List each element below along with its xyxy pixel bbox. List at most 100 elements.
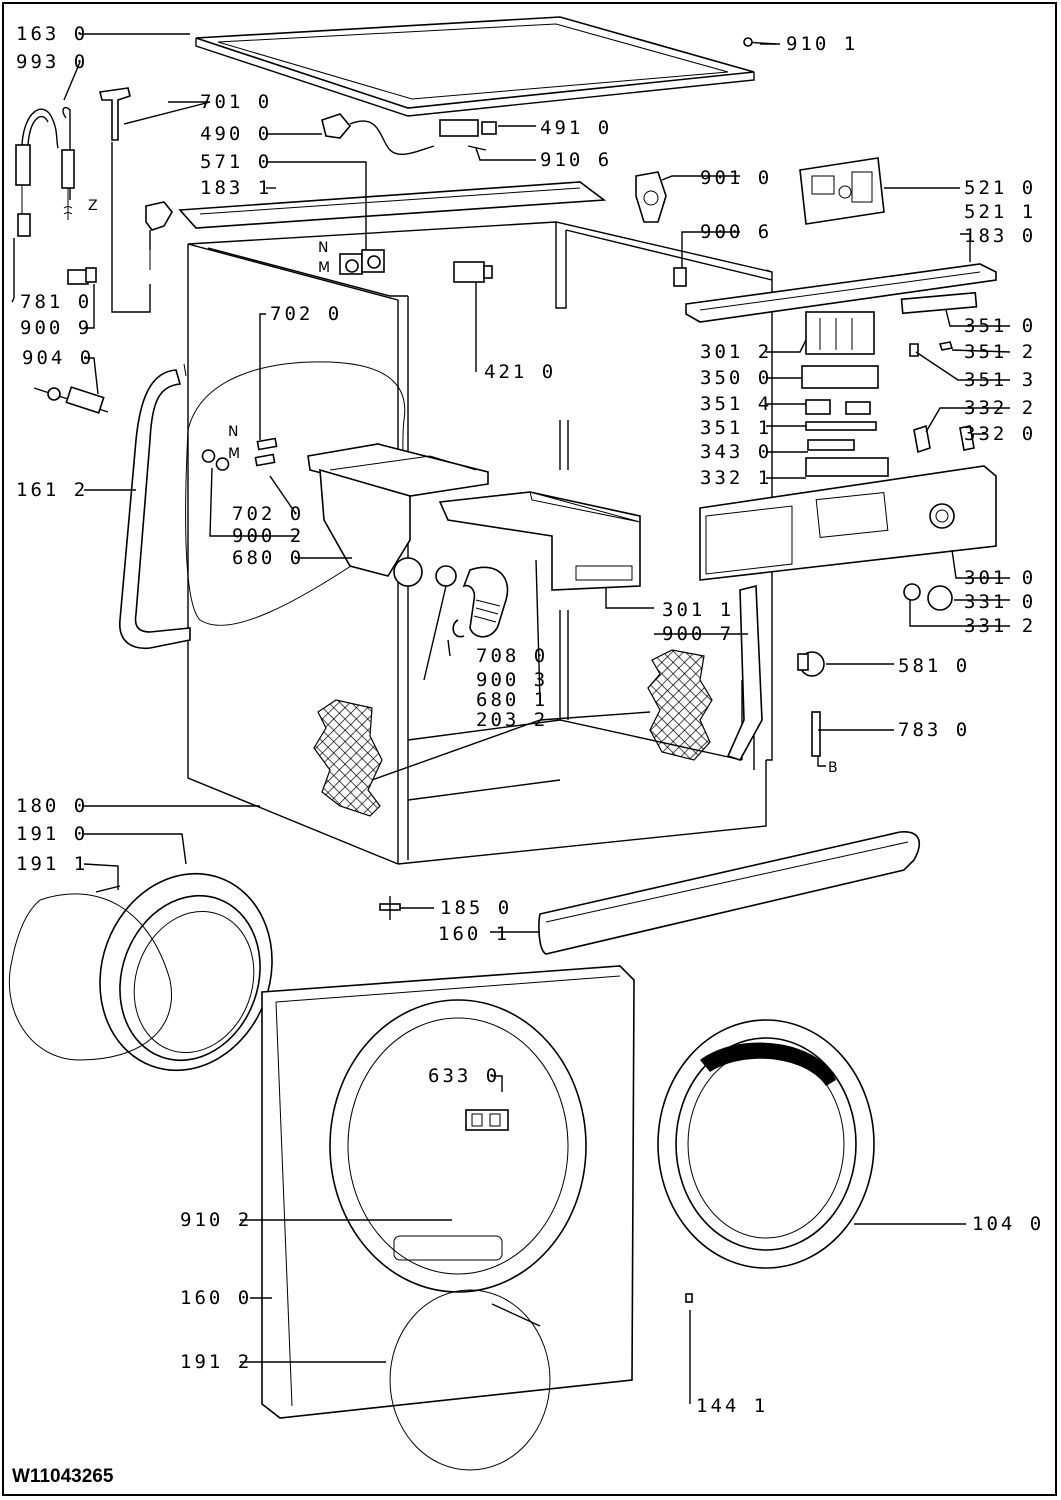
small-part-351-3 (909, 343, 919, 357)
switch-332-2 (913, 424, 931, 454)
label-144-1: 144 1 (696, 1395, 768, 1417)
part-labels: 163 0 993 0 701 0 490 0 491 0 910 6 571 … (16, 23, 1044, 1417)
label-203-2: 203 2 (476, 709, 548, 731)
power-plug (321, 113, 435, 155)
label-N-valve: N (318, 240, 328, 256)
label-332-2: 332 2 (964, 397, 1036, 419)
label-901-0: 901 0 (700, 167, 772, 189)
label-M-valve: M (318, 260, 330, 276)
label-M-sensor: M (228, 446, 240, 462)
label-702-0-mid: 702 0 (232, 503, 304, 525)
temp-sensors (201, 437, 278, 471)
label-904-0: 904 0 (22, 347, 94, 369)
door-spring-loop (389, 1289, 551, 1471)
led-strip (900, 291, 978, 315)
hose-elbow (145, 201, 173, 250)
label-633-0: 633 0 (428, 1065, 500, 1087)
label-910-2: 910 2 (180, 1209, 252, 1231)
detergent-housing (307, 443, 489, 587)
keypad-343-0 (807, 439, 855, 451)
foot-185-0 (379, 896, 401, 920)
label-581-0: 581 0 (898, 655, 970, 677)
noise-filter (439, 119, 497, 137)
label-332-0: 332 0 (964, 423, 1036, 445)
label-191-1: 191 1 (16, 853, 88, 875)
door-window (657, 1019, 875, 1269)
capacitor-relay (453, 261, 493, 283)
label-351-3: 351 3 (964, 369, 1036, 391)
keypad-332-1 (805, 457, 889, 477)
label-781-0: 781 0 (20, 291, 92, 313)
label-331-0: 331 0 (964, 591, 1036, 613)
label-104-0: 104 0 (972, 1213, 1044, 1235)
label-350-0: 350 0 (700, 367, 772, 389)
label-Z: Z (88, 198, 98, 214)
door-gasket-frame (119, 363, 191, 649)
switch-332-0 (959, 425, 975, 451)
drawer-hose (435, 565, 509, 638)
screw-144-1 (685, 1293, 693, 1303)
control-rail (685, 263, 997, 323)
label-332-1: 332 1 (700, 467, 772, 489)
label-191-2: 191 2 (180, 1351, 252, 1373)
filter-904-0 (33, 386, 109, 414)
top-rail (178, 181, 607, 229)
bracket-900-7 (726, 584, 763, 761)
label-910-1: 910 1 (786, 33, 858, 55)
pressure-switch-bracket (635, 171, 667, 223)
inlet-hoses (15, 106, 75, 237)
label-191-0: 191 0 (16, 823, 88, 845)
label-702-0-top: 702 0 (270, 303, 342, 325)
label-343-0: 343 0 (700, 441, 772, 463)
counterweight-left (313, 699, 383, 817)
label-701-0: 701 0 (200, 91, 272, 113)
part-783-0 (811, 711, 821, 757)
label-680-1: 680 1 (476, 689, 548, 711)
screw-910-1 (743, 37, 777, 47)
control-panel (699, 465, 997, 581)
label-351-4: 351 4 (700, 393, 772, 415)
label-161-2: 161 2 (16, 479, 88, 501)
counterweight-right (647, 649, 713, 761)
label-900-6: 900 6 (700, 221, 772, 243)
label-993-0: 993 0 (16, 51, 88, 73)
clip-900-6 (673, 267, 687, 287)
label-571-0: 571 0 (200, 151, 272, 173)
small-pcb-351-4 (805, 399, 871, 415)
label-900-9: 900 9 (20, 317, 92, 339)
label-351-1: 351 1 (700, 417, 772, 439)
main-control-board (799, 157, 885, 225)
label-163-0: 163 0 (16, 23, 88, 45)
document-id: W11043265 (12, 1466, 114, 1487)
label-180-0: 180 0 (16, 795, 88, 817)
part-900-9 (67, 267, 97, 285)
label-491-0: 491 0 (540, 117, 612, 139)
label-351-0: 351 0 (964, 315, 1036, 337)
label-421-0: 421 0 (484, 361, 556, 383)
pressure-switch (797, 651, 825, 677)
label-185-0: 185 0 (440, 897, 512, 919)
label-B: B (828, 760, 838, 776)
detergent-drawer (438, 491, 641, 591)
kick-panel (538, 831, 921, 955)
display-pcb (801, 365, 879, 389)
label-910-6: 910 6 (540, 149, 612, 171)
label-521-0: 521 0 (964, 177, 1036, 199)
label-783-0: 783 0 (898, 719, 970, 741)
label-160-1: 160 1 (438, 923, 510, 945)
label-708-0: 708 0 (476, 645, 548, 667)
door-lock (465, 1109, 509, 1131)
label-900-2: 900 2 (232, 525, 304, 547)
label-183-0: 183 0 (964, 225, 1036, 247)
label-900-7: 900 7 (662, 623, 734, 645)
inlet-valve (339, 249, 385, 275)
small-part-351-2 (938, 341, 954, 351)
door-seal-ring (8, 872, 273, 1072)
button-block (805, 311, 875, 355)
label-160-0: 160 0 (180, 1287, 252, 1309)
label-680-0: 680 0 (232, 547, 304, 569)
label-183-1: 183 1 (200, 177, 272, 199)
top-cover (195, 16, 755, 117)
